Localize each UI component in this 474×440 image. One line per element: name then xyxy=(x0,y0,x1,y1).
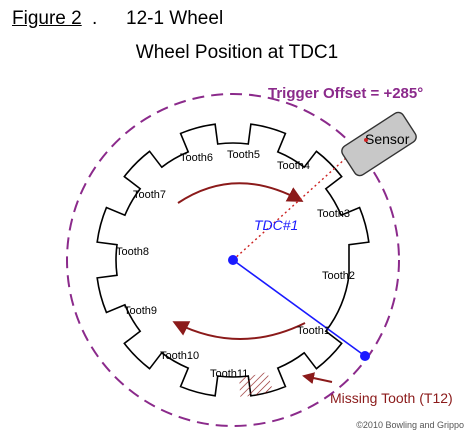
missing-tooth-label: Missing Tooth (T12) xyxy=(330,390,453,406)
tooth-label-3: Tooth3 xyxy=(317,208,350,220)
sensor-body xyxy=(341,111,417,177)
tooth-label-9: Tooth9 xyxy=(124,305,157,317)
figure-subtitle: 12-1 Wheel xyxy=(126,8,224,29)
trigger-offset-label: Trigger Offset = +285° xyxy=(268,85,424,102)
tdc-point-dot xyxy=(360,351,370,361)
trigger-offset-circle xyxy=(66,93,400,427)
tooth-label-11: Tooth11 xyxy=(210,368,248,380)
tooth-label-2: Tooth2 xyxy=(322,270,355,282)
sensor-tip-dot xyxy=(364,138,368,142)
tooth-label-6: Tooth6 xyxy=(180,152,213,164)
tdc-line xyxy=(232,259,366,357)
tooth-label-10: Tooth10 xyxy=(160,350,199,362)
tdc-label: TDC#1 xyxy=(254,217,298,233)
tooth-label-4: Tooth4 xyxy=(277,160,310,172)
tooth-label-5: Tooth5 xyxy=(227,149,260,161)
tooth-label-1: Tooth1 xyxy=(297,325,330,337)
missing-tooth-arrow xyxy=(302,372,333,384)
figure-label-suffix: . xyxy=(92,8,98,29)
wheel-center-dot xyxy=(228,255,238,265)
rotation-arrow-top xyxy=(177,182,304,204)
tooth-label-8: Tooth8 xyxy=(116,246,149,258)
figure-title: Wheel Position at TDC1 xyxy=(135,42,339,63)
sensor-label: Sensor xyxy=(365,131,410,147)
missing-tooth-hatch xyxy=(239,371,274,397)
rotation-arrow-bottom xyxy=(172,321,306,340)
copyright-text: ©2010 Bowling and Grippo xyxy=(356,420,464,430)
tooth-label-7: Tooth7 xyxy=(133,189,166,201)
figure-label: Figure 2 xyxy=(12,8,82,29)
sensor xyxy=(341,111,417,177)
